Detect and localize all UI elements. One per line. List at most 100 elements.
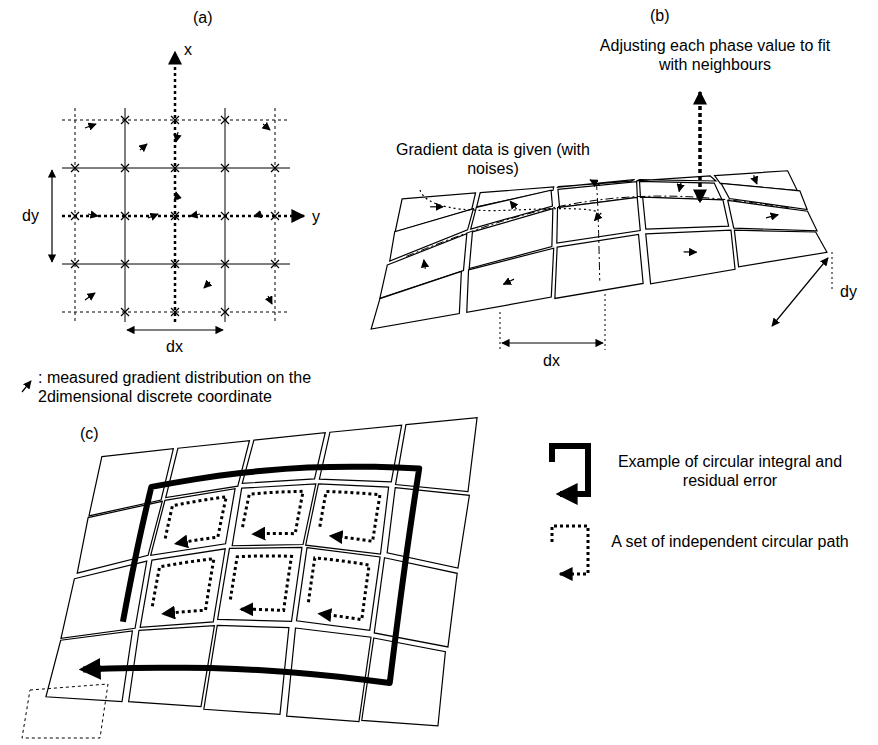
independent-loop [152,559,214,614]
legend-dotted-loop-sample [552,526,588,574]
center-line [595,183,600,281]
grid-cross [171,116,179,124]
grid-cross [121,212,129,220]
surface-tile [371,271,461,329]
surface-tile [140,549,225,628]
surface-tile [467,248,554,312]
annotation: Gradient data is given (with noises) [388,140,598,178]
grid-cross [221,308,229,316]
grid-cross [121,164,129,172]
panel-label: (c) [80,424,99,443]
gradient-arrow [424,260,425,269]
gradient-arrow [88,214,98,216]
legend-text: : measured gradient distribution on the … [38,368,338,406]
surface-tile [166,441,250,498]
surface-tile [646,230,735,284]
surface-tile [396,418,478,492]
dimension-label: dy [840,282,857,301]
panel-label: (a) [193,8,213,27]
x-axis [174,52,177,322]
grid-cross [271,212,279,220]
axis-label: x [184,40,192,59]
grid-cross [171,308,179,316]
adjust-arrow [698,92,702,202]
gradient-arrow [254,214,262,216]
grid-points [71,116,279,316]
dimension-arrow [127,329,223,330]
grid-cross [221,164,229,172]
leader-line [420,190,598,214]
gradient-arrow [268,296,272,304]
grid-cross [71,212,79,220]
y-axis [62,215,304,218]
gradient-arrow [430,206,443,207]
gradient-arrow [85,124,96,128]
independent-loop [243,491,304,534]
surface-tile [77,501,162,573]
independent-loop [165,497,226,544]
displaced-tile [22,684,108,738]
gradient-arrow [766,215,778,218]
surface-tile [636,176,715,181]
gradient-arrow [503,279,514,284]
surface-tile [218,547,302,621]
grid-cross [221,116,229,124]
phase-surface [46,418,477,726]
gradient-arrow [510,201,516,209]
surface-tile [151,489,235,556]
grid-cross [71,164,79,172]
surface-tile [734,230,827,267]
gradient-arrow [190,214,200,216]
grid-cross [221,212,229,220]
grid-cross [121,116,129,124]
dimension-arrow [51,170,52,262]
gradient-arrow [140,144,147,150]
legend-text: Example of circular integral and residua… [600,452,860,490]
surface-tile [374,558,457,647]
dimension-arrow [772,258,828,326]
dimension-label: dy [22,206,39,225]
grid-cross [71,260,79,268]
gradient-arrows [85,124,272,304]
annotation [420,92,832,350]
grid-cross [171,212,179,220]
grid-cross [171,260,179,268]
phase-surface [371,171,827,329]
legend-loop-sample [552,446,588,494]
grid-cross [171,164,179,172]
surface-tile [296,548,380,631]
dimension-label: dx [543,351,560,370]
gradient-arrow [263,124,270,130]
gradient-arrow [85,293,95,300]
independent-loop [320,492,380,542]
dimension-arrow [502,342,603,343]
annotation: Adjusting each phase value to fit with n… [590,36,840,74]
gradient-arrow [679,183,681,192]
extension-line [605,294,606,350]
gradient-arrow [204,282,210,288]
legend-arrow-sample [22,381,31,392]
grid-cross [271,164,279,172]
surface-tile [387,488,469,569]
legend-text: A set of independent circular path [600,532,860,551]
center-line [406,196,789,256]
circular-paths [83,467,419,683]
gradient-arrow [176,132,178,142]
grid-cross [221,260,229,268]
grid-cross [121,260,129,268]
gradient-arrow [176,192,178,200]
surface-tile [306,484,389,554]
circular-integral-path [83,467,419,683]
axis-label: y [312,207,320,226]
surface-tile [242,433,325,484]
gradient-arrow [684,251,697,253]
independent-loop [230,556,291,611]
grid [22,52,304,392]
surface-tile [643,197,729,229]
gradient-arrow [148,214,158,218]
surface-tile [319,425,401,482]
panel-label: (b) [650,6,670,25]
independent-loop [308,558,369,620]
gradient-arrow [754,175,757,184]
